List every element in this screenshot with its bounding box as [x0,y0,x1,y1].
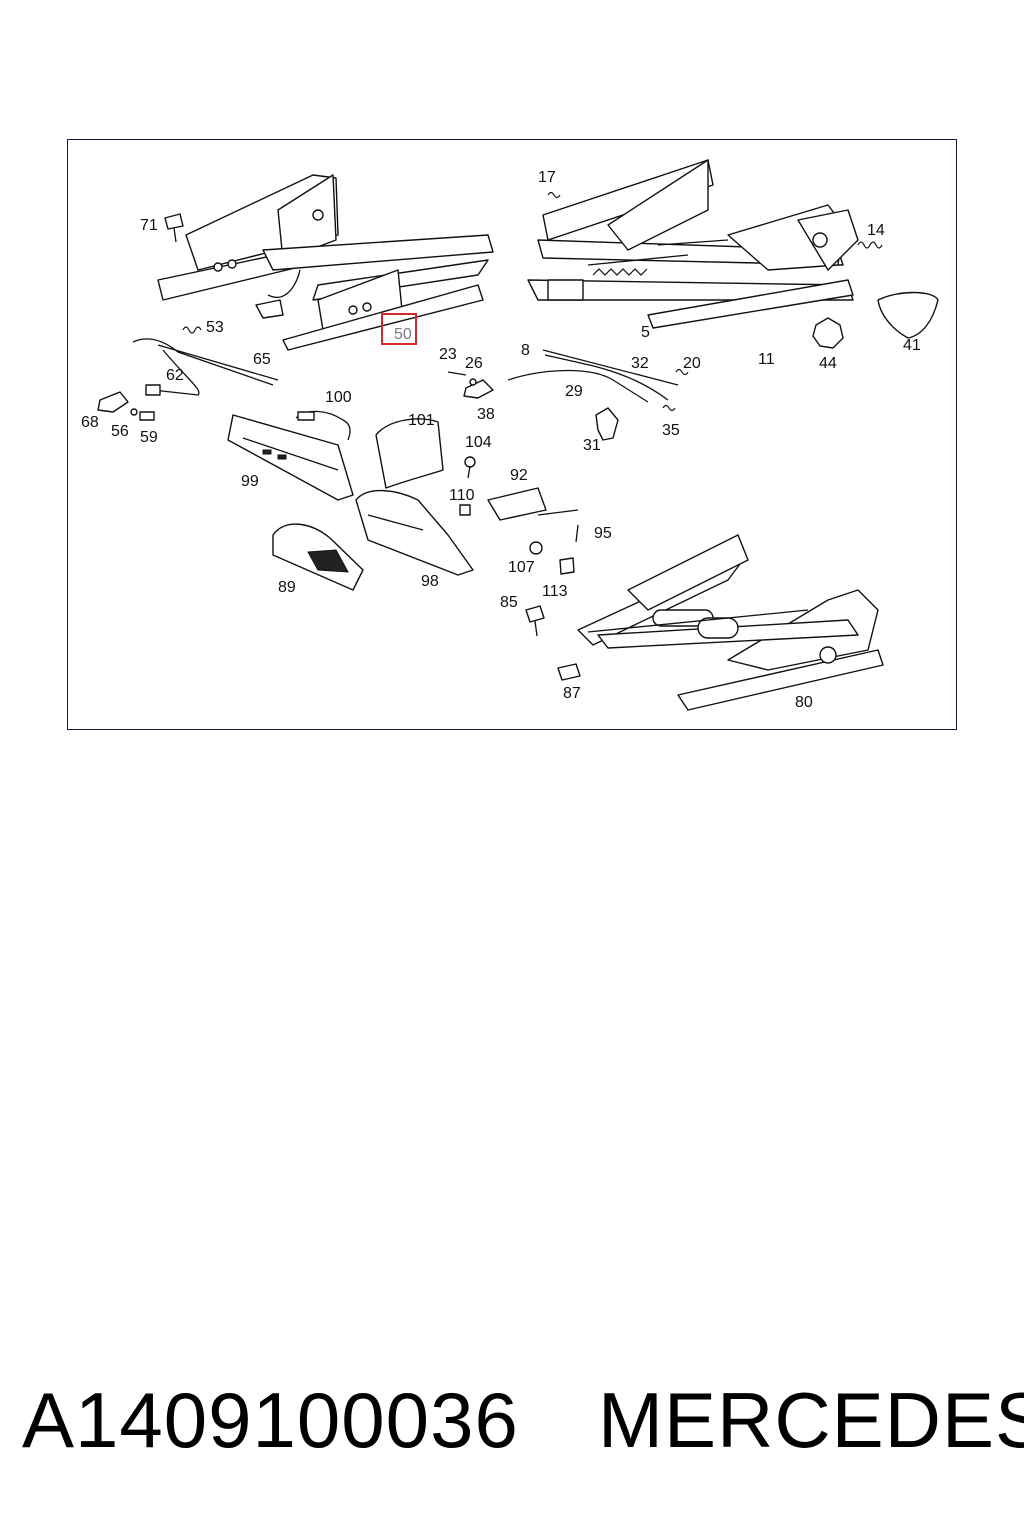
knob-44-drawing [812,317,844,349]
brand-name: MERCEDES [598,1376,1024,1464]
label-20: 20 [683,355,701,372]
label-95: 95 [594,525,612,542]
parts-diagram-frame: 71 17 14 53 50 65 62 23 26 8 32 20 5 11 … [67,139,957,730]
label-32: 32 [631,355,649,372]
clip-107-113-drawing [529,524,579,575]
part-labels: 71 17 14 53 50 65 62 23 26 8 32 20 5 11 … [81,169,921,711]
part-number: A1409100036 [22,1376,519,1464]
label-50: 50 [394,326,412,343]
label-113: 113 [542,583,568,600]
label-5: 5 [641,324,650,341]
label-100: 100 [325,389,352,406]
label-98: 98 [421,573,439,590]
part-89-drawing [272,523,364,591]
label-23: 23 [439,346,457,363]
label-71: 71 [140,217,158,234]
seat-frame-exploded-diagram: 71 17 14 53 50 65 62 23 26 8 32 20 5 11 … [81,159,939,711]
label-59: 59 [140,429,158,446]
label-89: 89 [278,579,296,596]
label-56: 56 [111,423,129,440]
part-101-drawing [375,418,444,489]
label-44: 44 [819,355,837,372]
part-99-drawing [227,414,354,501]
label-35: 35 [662,422,680,439]
cover-41-drawing [877,291,939,339]
label-101: 101 [408,412,435,429]
part-98-drawing [355,489,474,576]
clip-87-drawing [557,663,581,681]
label-14: 14 [867,222,885,239]
label-92: 92 [510,467,528,484]
label-26: 26 [465,355,483,372]
label-80: 80 [795,694,813,711]
label-38: 38 [477,406,495,423]
bolt-71-drawing [164,213,184,243]
label-65: 65 [253,351,271,368]
part-104-drawing [464,456,476,479]
label-99: 99 [241,473,259,490]
seat-frame-80-drawing [577,534,884,711]
label-68: 68 [81,414,99,431]
cable-62-65-drawing [132,326,279,396]
label-11: 11 [758,351,775,368]
label-110: 110 [449,487,475,504]
highlight-box-50 [381,313,417,345]
right-seat-frame-drawing [527,159,883,329]
label-104: 104 [465,434,492,451]
label-85: 85 [500,594,518,611]
label-41: 41 [903,337,921,354]
lever-68-drawing [97,391,155,421]
bolt-85-drawing [525,605,545,637]
label-17: 17 [538,169,556,186]
label-62: 62 [166,367,184,384]
label-8: 8 [521,342,530,359]
label-107: 107 [508,559,535,576]
part-100-drawing [295,410,351,441]
product-footer: A1409100036 MERCEDES [0,1370,1024,1470]
label-53: 53 [206,319,224,336]
bracket-92-drawing [459,487,579,521]
cable-29-32-drawing [447,349,689,441]
label-29: 29 [565,383,583,400]
label-87: 87 [563,685,581,702]
label-31: 31 [583,437,601,454]
